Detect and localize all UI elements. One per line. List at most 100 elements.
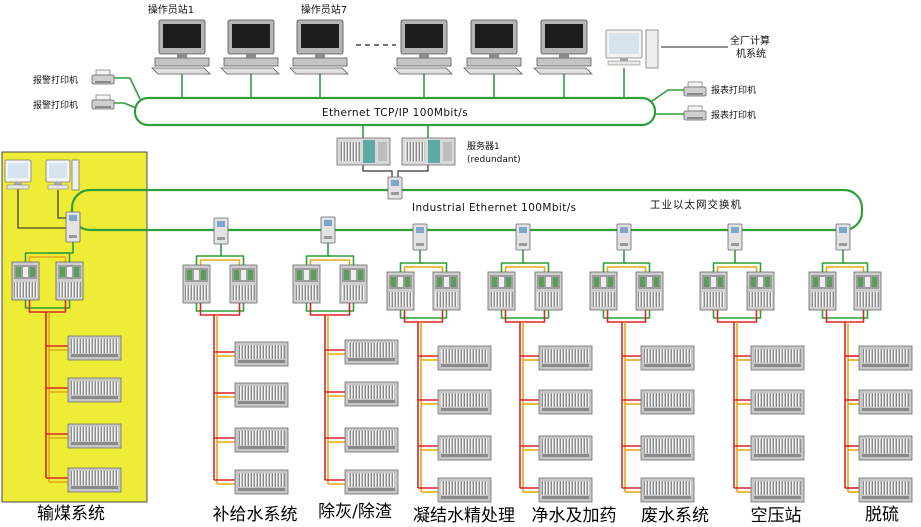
rack-bus-line [305, 255, 355, 265]
monitor-stand [246, 54, 256, 58]
io-card-slots [644, 439, 691, 453]
monitor-screen [301, 24, 339, 48]
switch-panel [620, 227, 628, 233]
monitor-stand [489, 54, 499, 58]
plc-status-block [16, 267, 21, 277]
rack-bus-line [399, 262, 448, 272]
plc-status-block [344, 270, 349, 280]
switch-panel [839, 227, 847, 233]
io-rack-base [754, 408, 801, 411]
server-switch-line [397, 165, 429, 177]
io-rack-base [348, 488, 395, 491]
rack-bus-line [712, 262, 762, 272]
monitor-screen [232, 24, 270, 48]
system-label-coal-handling: 输煤系统 [37, 504, 105, 524]
io-card-slots [71, 471, 118, 485]
io-rack-icon [234, 382, 289, 408]
switch-ports [839, 243, 847, 246]
rack-bus-line-redundant [825, 266, 865, 272]
keyboard-icon [393, 67, 453, 75]
switch-ports [391, 192, 399, 195]
plc-comm-block [865, 277, 870, 287]
rack-link-line-red [199, 303, 241, 316]
computer-case [466, 57, 522, 67]
plc-comm-block [444, 277, 449, 287]
operator-workstation-icon [463, 19, 523, 75]
io-rack-base [348, 400, 395, 403]
plc-status-block [187, 270, 192, 280]
plc-io-slots [537, 292, 560, 307]
plc-rack-icon [11, 261, 40, 301]
server-power-unit [378, 142, 387, 161]
system-label-ash-slag: 除灰/除渣 [318, 502, 392, 522]
io-card-slots [441, 349, 488, 363]
devices [4, 19, 913, 503]
io-card-slots [348, 431, 395, 445]
plc-status-block [594, 277, 599, 287]
rack-link-line [821, 310, 869, 319]
network-switch-icon [727, 223, 743, 251]
io-rack-base [754, 454, 801, 457]
switch-ports [731, 243, 739, 246]
computer-case [223, 57, 279, 67]
io-rack-base [238, 488, 285, 491]
io-rack-base [348, 358, 395, 361]
switch-drop-line [419, 250, 424, 264]
plc-comm-block [546, 277, 551, 287]
printer-icon [683, 105, 707, 121]
system-label-condensate-polishing: 凝结水精处理 [413, 506, 515, 526]
system-label-wastewater: 废水系统 [641, 506, 709, 526]
switch-ports [620, 243, 628, 246]
io-rack-icon [67, 467, 122, 493]
operator-workstation-icon [393, 19, 453, 75]
io-rack-base [754, 364, 801, 367]
io-rack-base [644, 408, 691, 411]
io-rack-icon [750, 435, 805, 461]
io-card-slots [348, 343, 395, 357]
monitor-screen [405, 24, 443, 48]
plc-io-slots [490, 292, 513, 307]
network-switch-icon [616, 223, 632, 251]
server-drive-bays [340, 142, 360, 161]
rack-bus-line-redundant [504, 266, 546, 272]
io-card-slots [441, 481, 488, 495]
desktop-computer-icon [45, 159, 80, 191]
computer-case [292, 57, 348, 67]
plc-comm-block [23, 267, 28, 277]
system-label-water-treatment-dosing: 净水及加药 [532, 506, 617, 526]
plc-comm-block [398, 277, 403, 287]
io-card-slots [754, 393, 801, 407]
plc-rack-icon [635, 271, 664, 311]
network-switch-icon [320, 216, 336, 244]
io-card-slots [71, 339, 118, 353]
plc-status-block [718, 277, 723, 287]
plc-rack-icon [699, 271, 728, 311]
plc-status-block [872, 277, 877, 287]
plc-rack-icon [182, 264, 211, 304]
io-rack-base [348, 446, 395, 449]
io-rack-icon [538, 435, 593, 461]
rack-link-line [305, 303, 355, 312]
coal-system-area [1, 151, 148, 503]
plc-status-block [608, 277, 613, 287]
plant-computer-label-line2: 机系统 [736, 47, 766, 60]
io-rack-icon [67, 335, 122, 361]
io-rack-base [754, 496, 801, 499]
report-printer-label: 报表打印机 [711, 109, 756, 121]
plc-status-block [311, 270, 316, 280]
desktop-computer-icon [4, 159, 32, 190]
io-card-slots [644, 349, 691, 363]
printer-paper [95, 69, 111, 76]
io-rack-base [441, 364, 488, 367]
io-card-slots [238, 386, 285, 400]
io-card-slots [348, 385, 395, 399]
plc-comm-block [351, 270, 356, 280]
plc-status-block [751, 277, 756, 287]
io-rack-base [862, 364, 909, 367]
rack-bus-line [195, 255, 245, 265]
keyboard-icon [607, 60, 641, 66]
plc-status-block [74, 267, 79, 277]
rack-bus-line [500, 262, 550, 272]
plc-rack-icon [55, 261, 84, 301]
